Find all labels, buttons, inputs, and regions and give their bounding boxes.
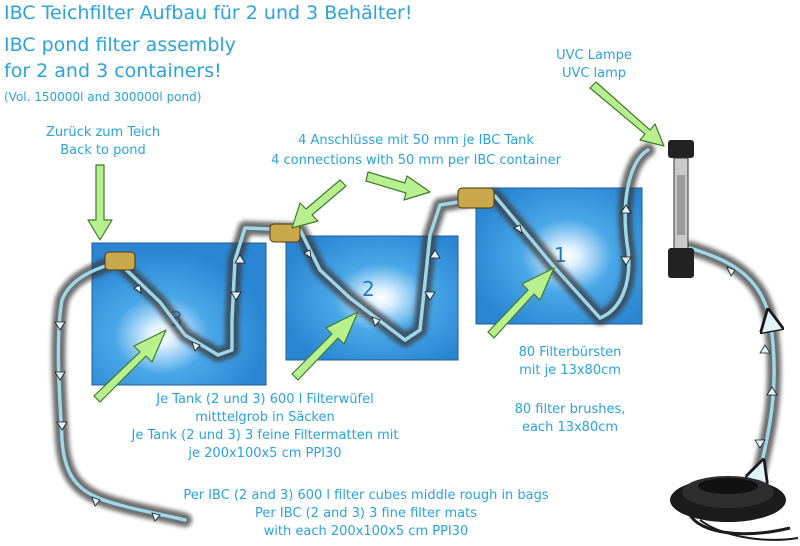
pond-pump (670, 476, 799, 541)
label-back-to-pond-en: Back to pond (60, 143, 146, 158)
label-connections-de: 4 Anschlüsse mit 50 mm je IBC Tank (298, 133, 534, 148)
pointer-arrows (87, 81, 665, 403)
label-brushes-en-2: each 13x80cm (521, 420, 619, 435)
label-media-de-4: je 200x100x5 cm PPI30 (188, 446, 342, 461)
label-brushes-en-1: 80 filter brushes, (514, 402, 626, 417)
arrow-uvc (589, 81, 665, 147)
label-media-en-1: Per IBC (2 and 3) 600 l filter cubes mid… (183, 488, 549, 503)
label-media-en-2: Per IBC (2 and 3) 3 fine filter mats (255, 506, 477, 521)
label-media-de-2: mitttelgrob in Säcken (195, 410, 335, 425)
arrow-back-to-pond (87, 164, 113, 241)
label-media-de-1: Je Tank (2 und 3) 600 l Filterwüfel (156, 392, 374, 407)
title-line-3: for 2 and 3 containers! (4, 60, 222, 82)
uvc-lamp (668, 140, 694, 278)
arrow-tank-3 (93, 329, 167, 403)
label-uvc-en: UVC lamp (561, 66, 627, 81)
pipe-fittings (104, 187, 495, 271)
arrow-tank-1 (487, 267, 555, 339)
label-uvc-de: UVC Lampe (556, 48, 632, 63)
title-line-2: IBC pond filter assembly (4, 34, 236, 56)
label-media-en-3: with each 200x100x5 cm PPI30 (263, 524, 469, 539)
tank-2-number: 2 (362, 277, 375, 301)
title-line-4: (Vol. 150000l and 300000l pond) (4, 90, 202, 104)
arrow-connection-1 (291, 179, 347, 229)
label-media-de-3: Je Tank (2 und 3) 3 feine Filtermatten m… (131, 428, 399, 443)
arrow-tank-2 (291, 311, 359, 381)
arrow-connection-2 (365, 171, 431, 201)
label-brushes-de-2: mit je 13x80cm (519, 363, 621, 378)
label-brushes-de-1: 80 Filterbürsten (518, 345, 622, 360)
hose-flow-arrows (54, 204, 778, 522)
label-back-to-pond-de: Zurück zum Teich (45, 125, 161, 140)
label-connections-en: 4 connections with 50 mm per IBC contain… (271, 153, 561, 168)
title-line-1: IBC Teichfilter Aufbau für 2 und 3 Behäl… (4, 2, 413, 24)
